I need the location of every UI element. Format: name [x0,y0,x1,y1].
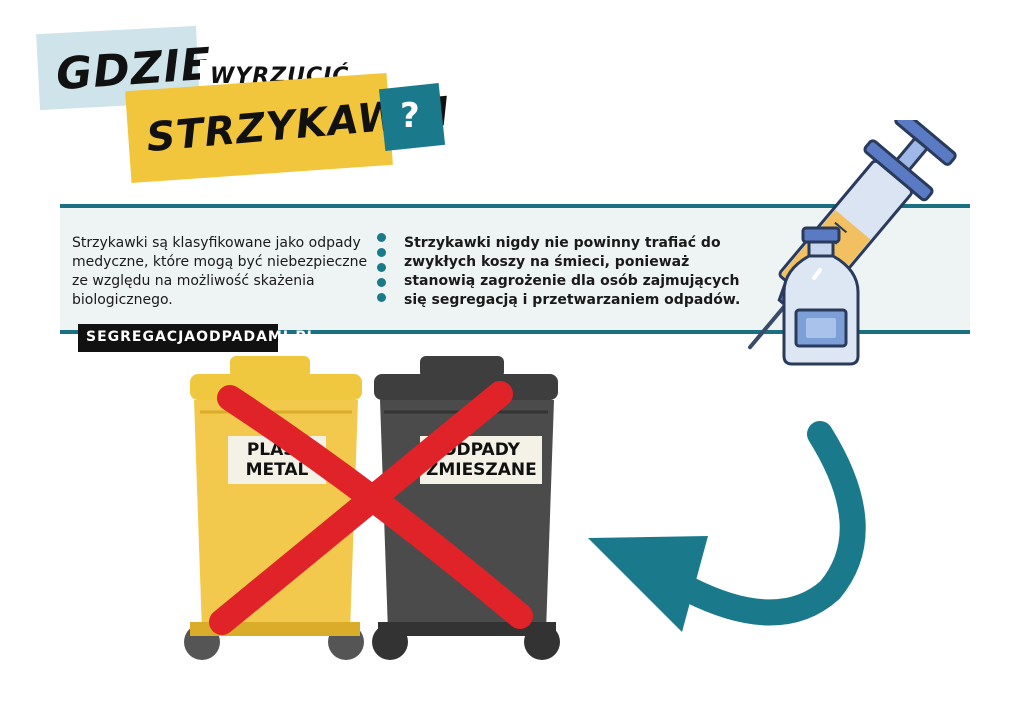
site-label: SEGREGACJAODPADAMI.PL [86,329,317,345]
dot [377,293,386,302]
vial-icon [782,226,860,366]
gray-bin-label-line2: ZMIESZANE [426,460,537,480]
question-mark: ? [400,96,420,136]
dot [377,263,386,272]
site-label-box [78,324,278,352]
info-text-right: Strzykawki nigdy nie powinny trafiać do … [404,235,741,308]
gray-bin-label-line1: ODPADY [442,440,520,460]
yellow-bin-label-line2: METAL [245,460,309,480]
red-cross-icon [209,381,533,635]
dot [377,248,386,257]
syringe-illustration [748,120,957,366]
dot [377,278,386,287]
info-text-left: Strzykawki są klasyfikowane jako odpady … [72,235,368,308]
dot [377,233,386,242]
curved-arrow-icon [588,421,866,632]
